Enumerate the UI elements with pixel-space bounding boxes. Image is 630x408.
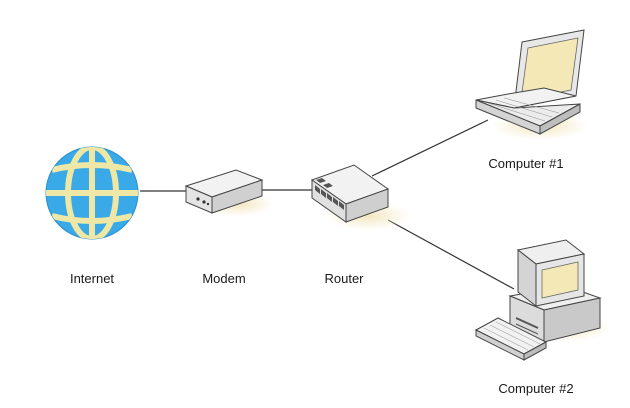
node-label-modem: Modem [202, 271, 246, 286]
connection-router-computer2 [387, 219, 515, 290]
node-label-internet: Internet [69, 271, 115, 286]
node-label-computer1: Computer #1 [488, 156, 564, 171]
router-icon [310, 164, 410, 230]
node-label-computer2: Computer #2 [498, 381, 574, 396]
modem-icon [184, 169, 274, 216]
laptop-icon [475, 29, 588, 140]
node-label-router: Router [324, 271, 364, 286]
connections [140, 119, 515, 290]
connection-router-computer1 [371, 119, 489, 177]
desktop-computer-icon [474, 239, 612, 361]
globe-icon [45, 146, 139, 240]
